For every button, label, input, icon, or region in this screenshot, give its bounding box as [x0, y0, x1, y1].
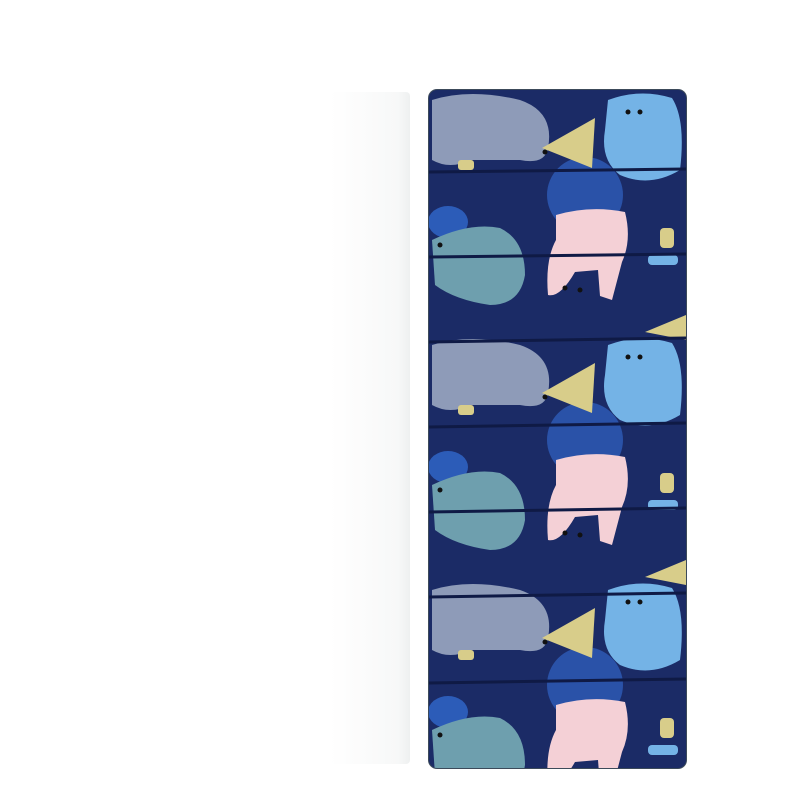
background-shadow: [330, 92, 410, 764]
fold-seams: [429, 167, 686, 685]
